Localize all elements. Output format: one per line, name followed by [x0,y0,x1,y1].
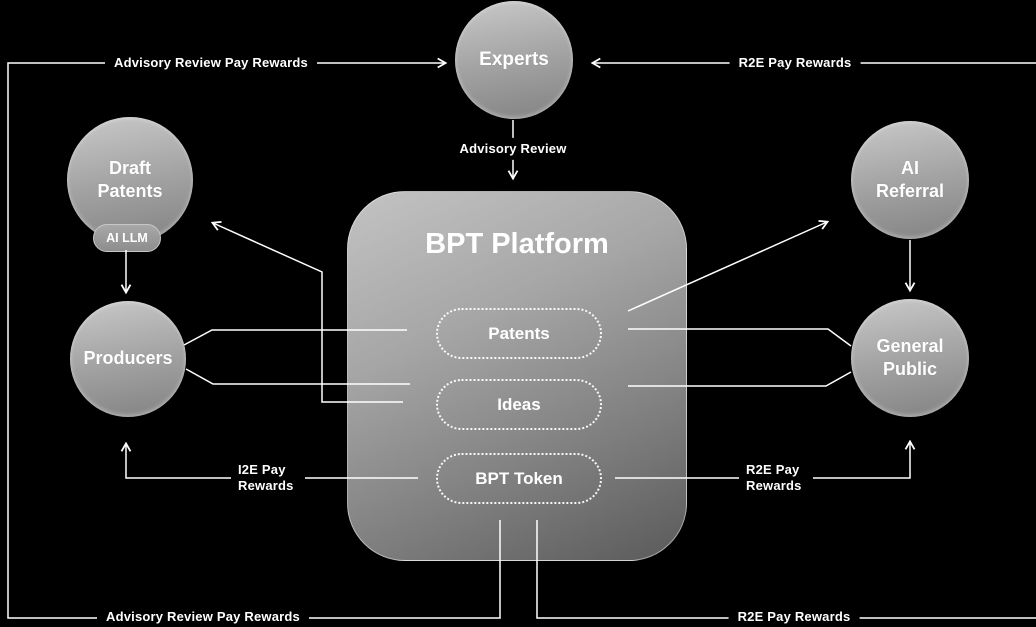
edge-label-advisory-review: Advisory Review [450,137,576,161]
platform-title: BPT Platform [425,228,609,260]
ai-llm-badge: AI LLM [93,224,161,252]
ai-llm-badge-label: AI LLM [106,231,148,245]
pill-ideas: Ideas [436,379,602,430]
pill-patents-label: Patents [488,323,550,343]
pill-patents: Patents [436,308,602,359]
node-experts: Experts [455,1,573,119]
pill-ideas-label: Ideas [497,394,541,414]
edge-label-r2e-pay-rewards-mid: R2E Pay Rewards [739,458,813,498]
edge-label-bottom-right: R2E Pay Rewards [728,605,860,627]
node-ai-referral-label: AI Referral [875,157,945,201]
node-draft-patents-label: Draft Patents [97,157,163,201]
pill-bpt-token-label: BPT Token [475,468,563,488]
node-producers-label: Producers [83,348,173,369]
edge-label-top-right: R2E Pay Rewards [729,51,861,75]
node-ai-referral: AI Referral [851,121,969,239]
pill-bpt-token: BPT Token [436,453,602,504]
edge-label-top-left: Advisory Review Pay Rewards [105,51,317,75]
node-producers: Producers [70,301,186,417]
node-general-public: General Public [851,299,969,417]
node-bpt-platform: BPT Platform Patents Ideas BPT Token [347,191,687,561]
node-experts-label: Experts [479,48,549,70]
edge-label-bottom-left: Advisory Review Pay Rewards [97,605,309,627]
edge-label-i2e-pay-rewards: I2E Pay Rewards [231,458,305,498]
node-general-public-label: General Public [876,335,944,379]
